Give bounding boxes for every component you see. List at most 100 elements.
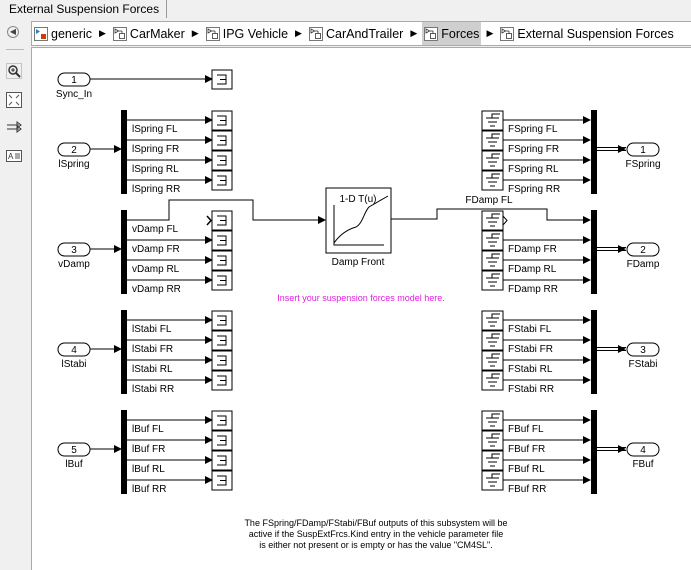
fit-to-view-icon[interactable] (6, 92, 22, 108)
from-block[interactable] (481, 430, 504, 451)
signal-label: vDamp FL (132, 224, 179, 235)
from-block[interactable] (481, 130, 504, 151)
annotation-icon[interactable]: A (6, 148, 22, 164)
goto-block[interactable] (211, 450, 233, 471)
tab-external-suspension-forces[interactable]: External Suspension Forces (0, 0, 168, 18)
signal-label: FBuf RR (508, 484, 546, 495)
breadcrumb-separator-icon: ▶ (99, 28, 106, 38)
lookup-label: Damp Front (332, 257, 385, 268)
goto-block[interactable] (206, 210, 233, 231)
bus-creator[interactable] (591, 410, 597, 494)
breadcrumb: generic▶CarMaker▶IPG Vehicle▶CarAndTrail… (31, 21, 691, 46)
breadcrumb-label: generic (51, 26, 92, 41)
signal-label: lStabi RL (132, 364, 173, 375)
from-block[interactable] (481, 310, 504, 331)
zoom-in-icon[interactable] (6, 63, 22, 79)
signal-label: vDamp RR (132, 284, 181, 295)
goto-block[interactable] (211, 350, 233, 371)
breadcrumb-item[interactable]: CarMaker (111, 22, 187, 45)
signal-line[interactable] (391, 208, 591, 224)
lookup-table-damp-front[interactable]: 1-D T(u) (325, 187, 392, 254)
from-block[interactable] (481, 330, 504, 351)
signal-label: FSpring FR (508, 144, 559, 155)
from-block[interactable] (481, 250, 504, 271)
port-number: 2 (71, 145, 77, 156)
goto-block[interactable] (211, 410, 233, 431)
goto-block[interactable] (211, 470, 233, 491)
signal-label: lBuf RR (132, 484, 166, 495)
breadcrumb-item[interactable]: generic (32, 22, 94, 45)
bus-selector[interactable] (121, 210, 127, 294)
bus-selector[interactable] (121, 110, 127, 194)
signal-label: lStabi RR (132, 384, 174, 395)
breadcrumb-item[interactable]: Forces (422, 22, 482, 45)
signal-label: vDamp FR (132, 244, 180, 255)
goto-block[interactable] (211, 370, 233, 391)
navigation-bar: ◀ generic▶CarMaker▶IPG Vehicle▶CarAndTra… (0, 19, 691, 47)
goto-block[interactable] (211, 110, 233, 131)
bus-selector[interactable] (121, 410, 127, 494)
signal-label: lSpring FL (132, 124, 178, 135)
from-block[interactable] (481, 170, 504, 191)
bus-creator[interactable] (591, 110, 597, 194)
from-block[interactable] (481, 150, 504, 171)
svg-text:A: A (8, 152, 14, 161)
bus-creator[interactable] (591, 210, 597, 294)
port-number: 3 (640, 345, 646, 356)
from-block[interactable] (481, 230, 504, 251)
from-block[interactable] (481, 270, 504, 291)
back-button[interactable]: ◀ (7, 26, 19, 38)
signal-label: FStabi FR (508, 344, 553, 355)
signal-label: FBuf FR (508, 444, 545, 455)
port-label: lStabi (61, 359, 86, 370)
inport[interactable]: 2 lSpring (57, 142, 91, 170)
from-block[interactable] (481, 450, 504, 471)
from-block[interactable] (481, 410, 504, 431)
port-label: FDamp (627, 259, 660, 270)
signal-label: lStabi FR (132, 344, 173, 355)
goto-block[interactable] (211, 150, 233, 171)
bus-selector[interactable] (121, 310, 127, 394)
from-block[interactable] (481, 470, 504, 491)
footer-note-line: The FSpring/FDamp/FStabi/FBuf outputs of… (244, 518, 507, 528)
goto-block[interactable] (211, 250, 233, 271)
lookup-title: 1-D T(u) (339, 194, 376, 205)
from-block[interactable] (481, 370, 504, 391)
goto-block[interactable] (211, 270, 233, 291)
breadcrumb-item[interactable]: CarAndTrailer (307, 22, 405, 45)
breadcrumb-item[interactable]: IPG Vehicle (204, 22, 290, 45)
goto-block[interactable] (211, 330, 233, 351)
goto-block[interactable] (211, 430, 233, 451)
breadcrumb-separator-icon: ▶ (486, 28, 494, 38)
goto-block[interactable] (211, 170, 233, 191)
port-number: 5 (71, 445, 77, 456)
signal-label: lStabi FL (132, 324, 172, 335)
port-label: FSpring (625, 159, 660, 170)
bus-creator[interactable] (591, 310, 597, 394)
signal-line[interactable] (127, 199, 326, 224)
goto-block[interactable] (211, 230, 233, 251)
port-label: lSpring (58, 159, 89, 170)
from-block[interactable] (481, 210, 508, 231)
breadcrumb-label: CarMaker (129, 26, 185, 41)
signal-routing-icon[interactable] (6, 119, 22, 135)
subsystem-icon (112, 26, 127, 41)
breadcrumb-label: IPG Vehicle (222, 26, 289, 41)
from-block[interactable] (481, 110, 504, 131)
from-block[interactable] (481, 350, 504, 371)
terminator-sync-in[interactable] (211, 69, 233, 90)
signal-label: vDamp RL (132, 264, 180, 275)
signal-label: lSpring RR (132, 184, 180, 195)
goto-block[interactable] (211, 310, 233, 331)
breadcrumb-item[interactable]: External Suspension Forces (498, 22, 675, 45)
goto-block[interactable] (211, 130, 233, 151)
